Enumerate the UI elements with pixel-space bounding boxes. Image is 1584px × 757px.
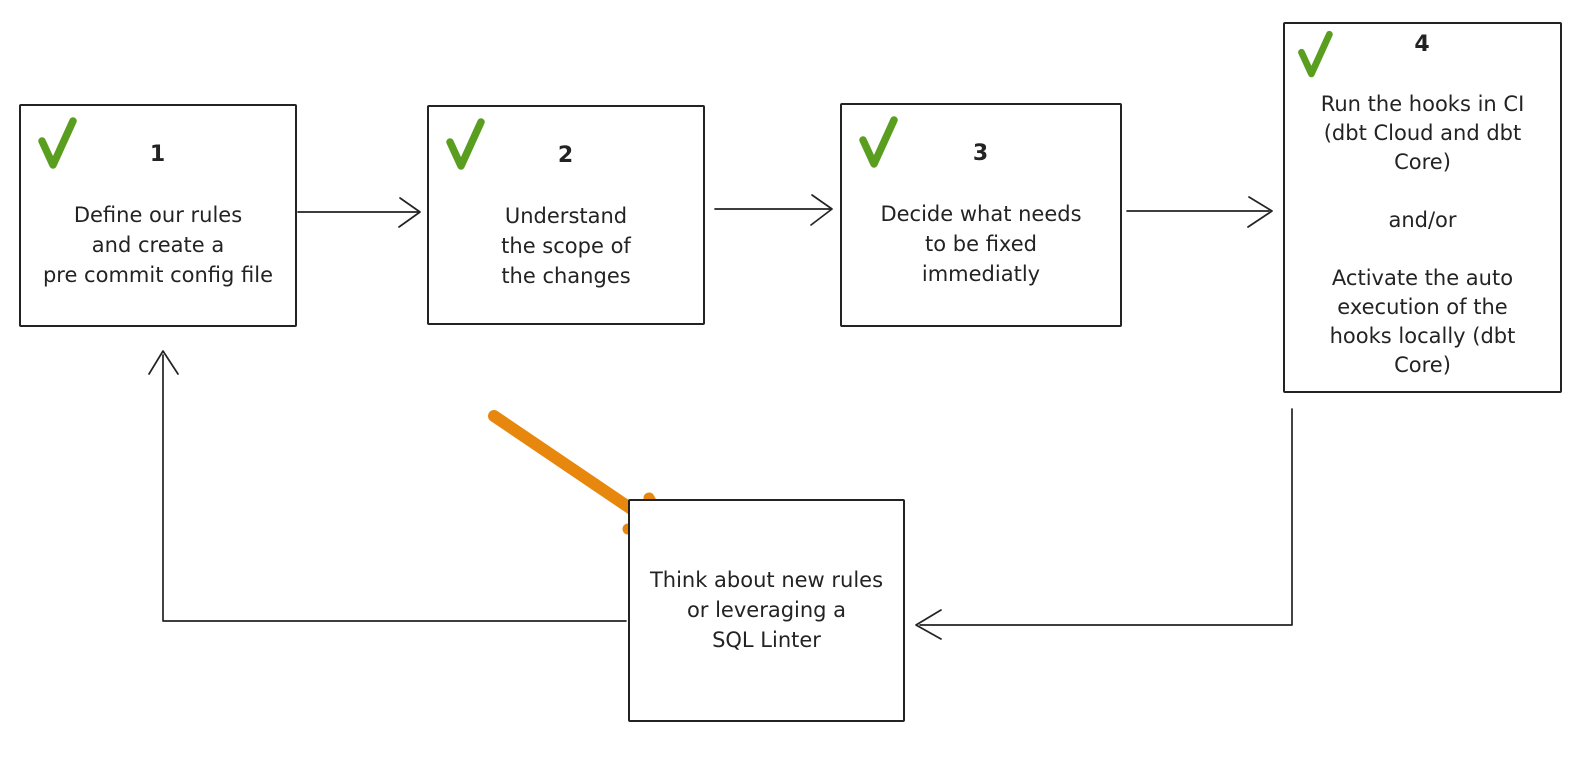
step-text-line: the changes: [501, 264, 631, 288]
step-text: Understand the scope of the changes: [429, 201, 703, 291]
step-box-3: 3 Decide what needs to be fixed immediat…: [840, 103, 1122, 327]
step-text-line: pre commit config file: [42, 263, 274, 287]
step-text: Define our rules and create a pre commit…: [21, 200, 295, 290]
arrow-step1-to-step2: [297, 197, 421, 228]
step-text-line: (dbt Cloud and dbt: [1323, 121, 1522, 145]
check-icon: [859, 116, 898, 168]
step-text-line: immediatly: [921, 262, 1041, 286]
step-text: Decide what needs to be fixed immediatly: [842, 199, 1120, 289]
step-text-line: or leveraging a: [686, 598, 847, 622]
step-text-line: [1285, 235, 1560, 264]
check-icon: [446, 118, 485, 170]
step-text-line: SQL Linter: [712, 628, 821, 652]
arrow-step4-to-loopbox: [915, 408, 1293, 640]
check-icon: [1298, 30, 1333, 78]
step-text-line: [1285, 177, 1560, 206]
step-number: 3: [972, 141, 990, 166]
step-text-line: Core): [1394, 353, 1451, 377]
arrow-step2-to-step3: [714, 194, 833, 226]
loop-box: Think about new rules or leveraging a SQ…: [628, 499, 905, 722]
step-text-line: Think about new rules: [649, 568, 884, 592]
step-box-2: 2 Understand the scope of the changes: [427, 105, 705, 325]
step-text: Run the hooks in CI (dbt Cloud and dbt C…: [1285, 90, 1560, 380]
step-text-line: Activate the auto: [1331, 266, 1514, 290]
arrow-loopbox-to-step1: [148, 350, 627, 622]
step-number: 4: [1414, 32, 1431, 57]
step-text-line: Understand: [504, 204, 628, 228]
arrow-step3-to-step4: [1126, 196, 1273, 228]
step-text-line: Run the hooks in CI: [1320, 92, 1525, 116]
step-box-4: 4 Run the hooks in CI (dbt Cloud and dbt…: [1283, 22, 1562, 393]
step-text-line: execution of the: [1337, 295, 1508, 319]
step-text-line: Define our rules: [73, 203, 243, 227]
step-text-line: hooks locally (dbt: [1329, 324, 1516, 348]
step-text: Think about new rules or leveraging a SQ…: [630, 565, 903, 655]
step-number: 1: [149, 142, 167, 167]
step-text-line: Core): [1394, 150, 1451, 174]
step-text-line: and/or: [1388, 208, 1457, 232]
step-text-line: and create a: [91, 233, 225, 257]
step-text-line: to be fixed: [925, 232, 1037, 256]
check-icon: [38, 117, 77, 169]
step-text-line: the scope of: [501, 234, 631, 258]
step-text-line: Decide what needs: [880, 202, 1082, 226]
step-number: 2: [557, 143, 575, 168]
step-box-1: 1 Define our rules and create a pre comm…: [19, 104, 297, 327]
